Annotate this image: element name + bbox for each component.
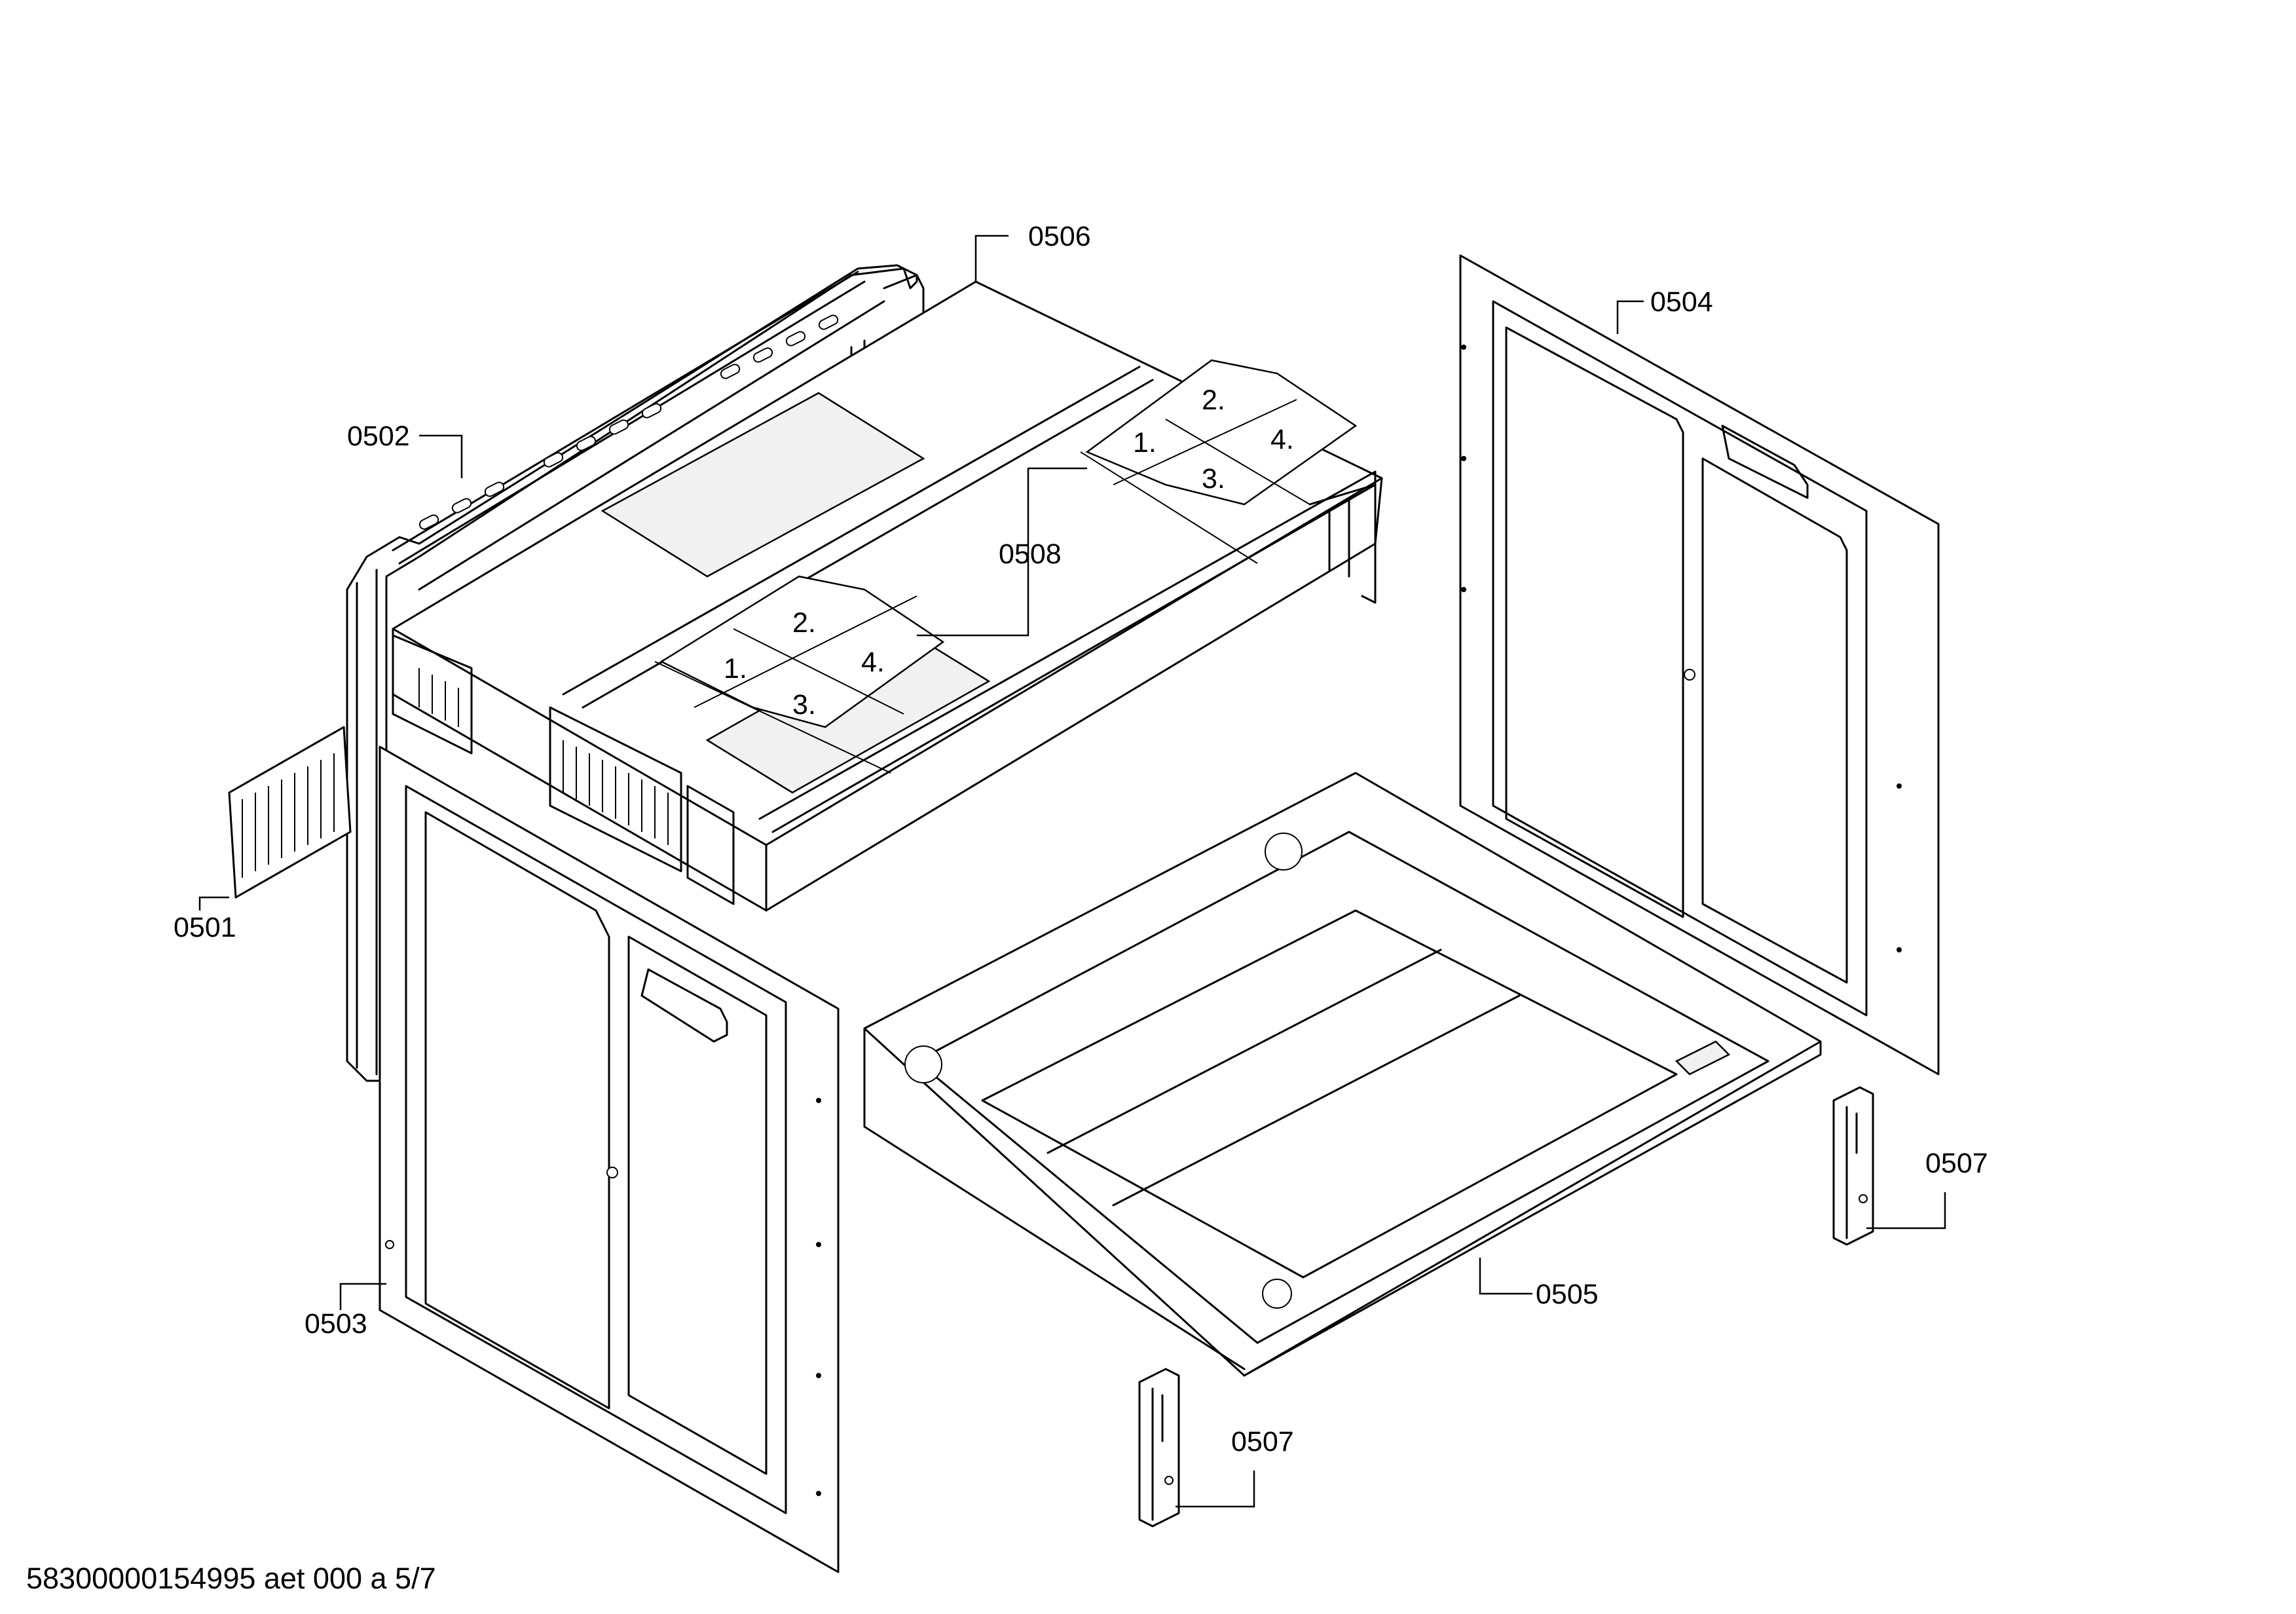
leader-0507-right: [1866, 1192, 1946, 1229]
label-0506: 0506: [1028, 221, 1091, 252]
right-side-panel-0504: [1459, 254, 1940, 1076]
step-upper-3: 3.: [1202, 463, 1225, 495]
insulation-pad-lower-0508: [654, 575, 945, 774]
rear-frame-0502: [346, 264, 925, 1082]
top-cover-side-vents: [392, 634, 735, 905]
leader-0508: [917, 467, 1087, 637]
label-0508: 0508: [999, 538, 1062, 570]
hinge-bracket-bottom-0507: [1138, 1368, 1180, 1528]
left-side-panel-0503: [379, 745, 840, 1573]
step-upper-4: 4.: [1270, 424, 1294, 455]
label-0502: 0502: [347, 421, 410, 452]
step-upper-1: 1.: [1133, 427, 1157, 459]
insulation-pad-upper-0508: [1080, 359, 1358, 564]
label-0503: 0503: [305, 1308, 367, 1340]
rear-vent-grid-0501: [228, 726, 352, 899]
assembly-steps-lower: 1. 2. 3. 4.: [724, 607, 885, 721]
step-lower-2: 2.: [792, 607, 816, 639]
label-0505: 0505: [1536, 1279, 1599, 1310]
step-lower-1: 1.: [724, 653, 747, 685]
leader-0505: [1479, 1258, 1532, 1295]
bottom-panel-0505: [863, 772, 1822, 1377]
label-0507-right: 0507: [1925, 1148, 1988, 1179]
part-labels: 0506 0502 0504 0508 0501 0503 0505 0507 …: [174, 221, 1988, 1457]
leader-0507-bottom: [1176, 1471, 1255, 1508]
leader-0502: [419, 434, 463, 478]
leader-lines: [198, 235, 1946, 1508]
step-lower-4: 4.: [861, 647, 885, 678]
step-upper-2: 2.: [1202, 385, 1225, 416]
step-lower-3: 3.: [792, 689, 816, 721]
assembly-steps-upper: 1. 2. 3. 4.: [1133, 385, 1294, 495]
rear-frame-vent-slots: [418, 314, 839, 530]
label-0501: 0501: [174, 912, 236, 943]
leader-0503: [339, 1283, 386, 1310]
leader-0504: [1616, 300, 1644, 334]
label-0507-bottom: 0507: [1231, 1426, 1294, 1457]
document-code: 58300000154995 aet 000 a 5/7: [26, 1562, 436, 1595]
leader-0501: [198, 896, 229, 910]
hinge-bracket-right-0507: [1832, 1086, 1874, 1246]
label-0504: 0504: [1650, 286, 1713, 318]
leader-0506: [974, 235, 1009, 282]
